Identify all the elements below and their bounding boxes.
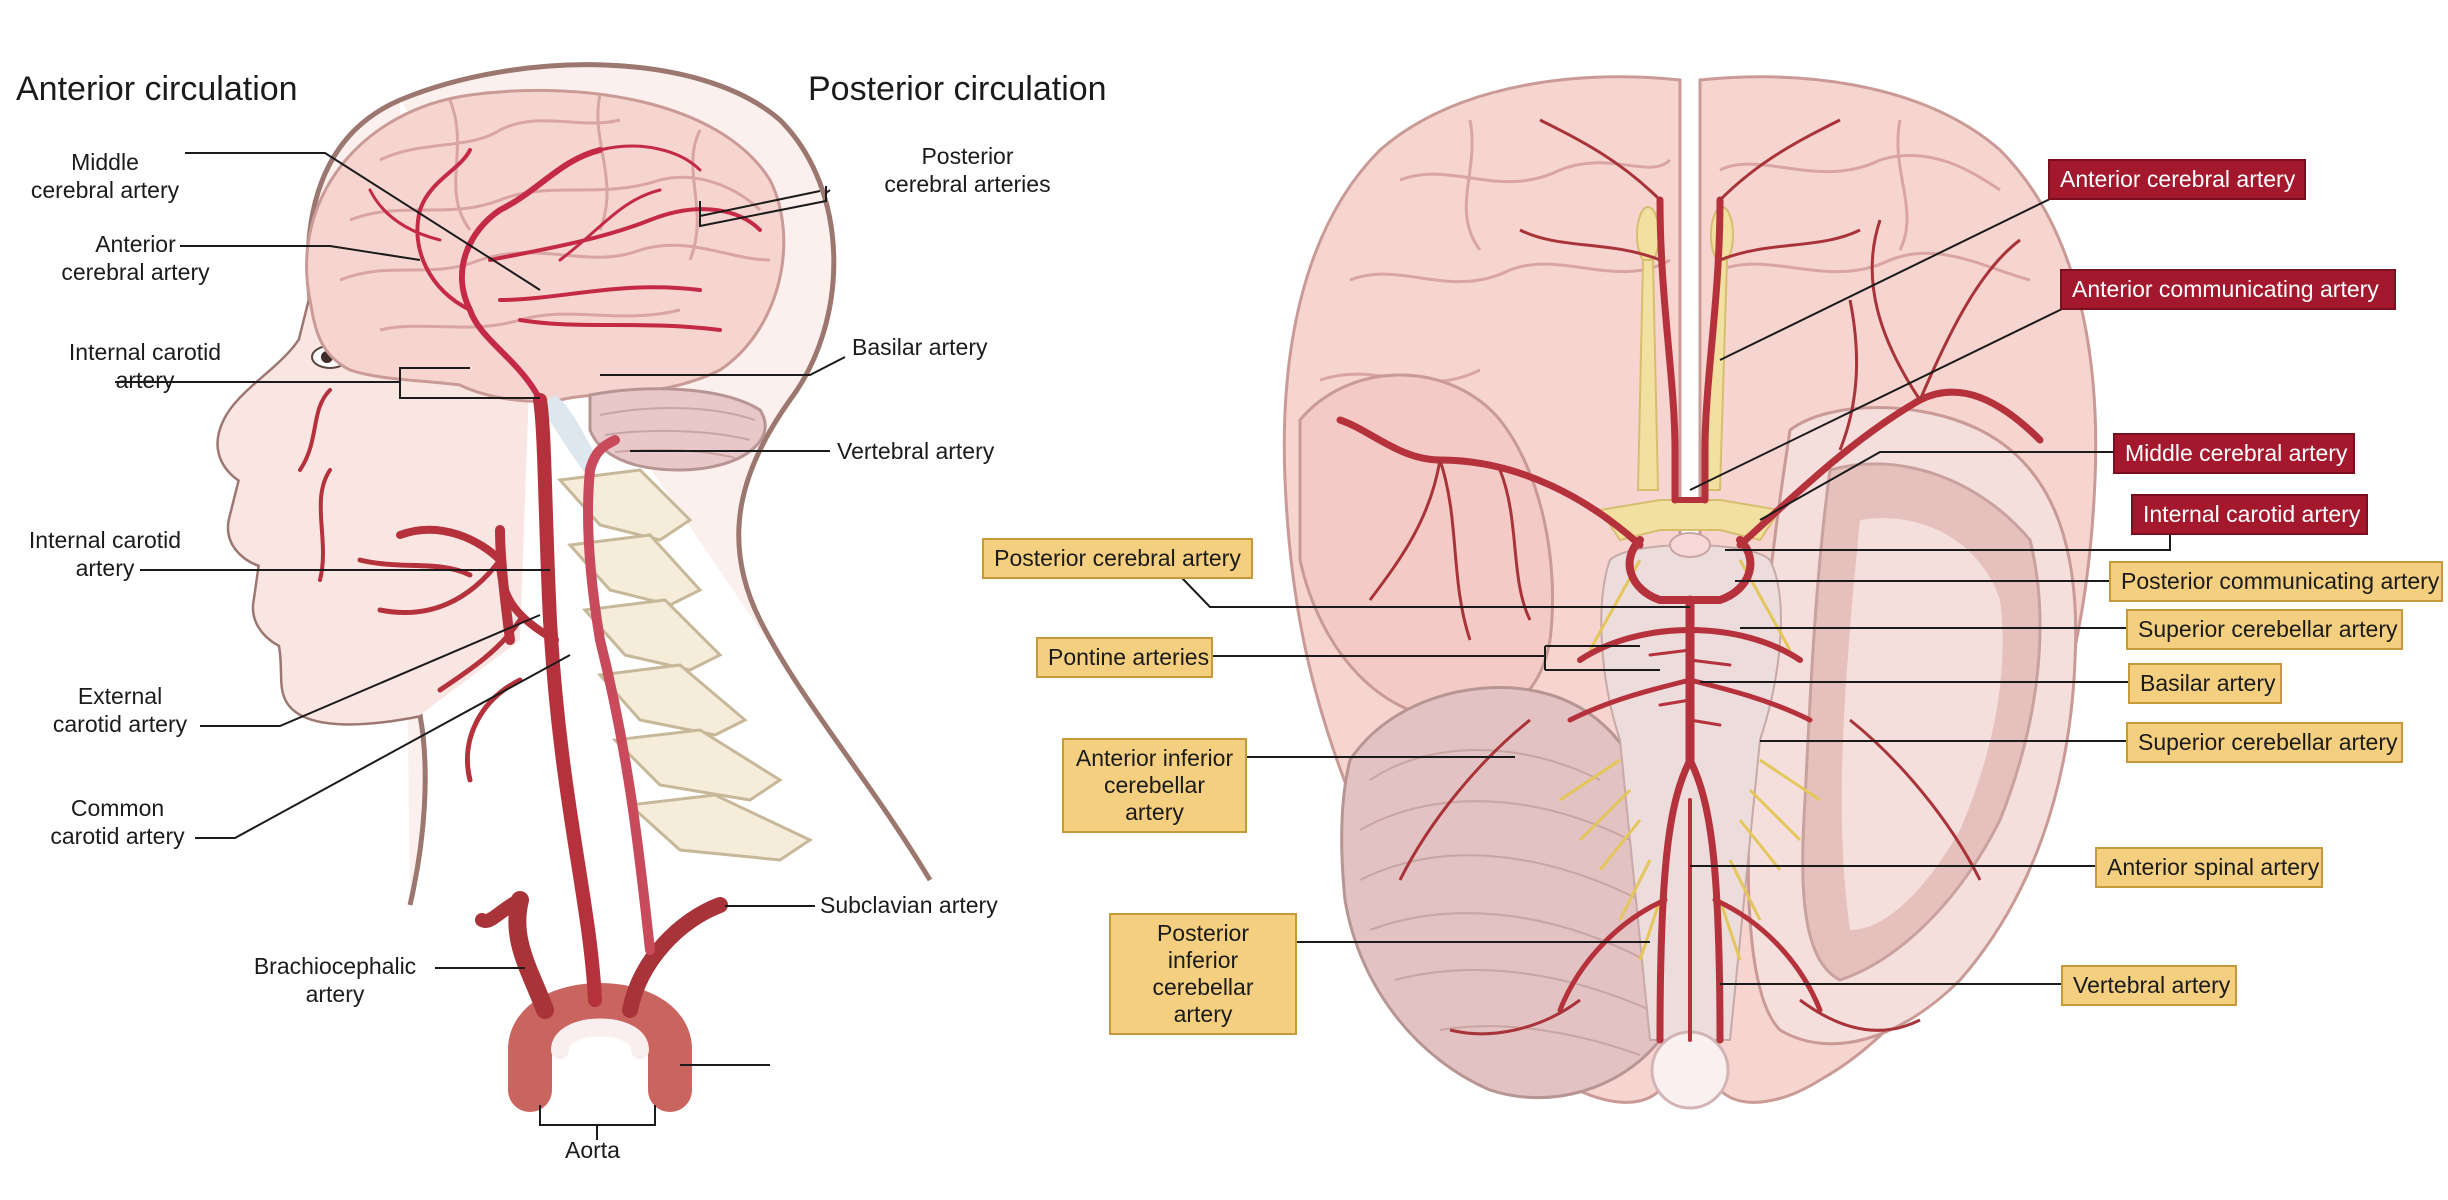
head-lateral-illustration [115, 62, 933, 1140]
temporal-lobe-left [1298, 373, 1555, 722]
cervical-spine [556, 468, 814, 862]
brain-lateral [305, 88, 786, 403]
right-leader-lines [1181, 198, 2171, 985]
face-skin [218, 300, 530, 724]
box-anterior-inferior-cerebellar-artery: Anterior inferior cerebellar artery [1062, 738, 1247, 833]
label-internal-carotid-artery-upper: Internal carotid artery [68, 339, 222, 393]
brainstem-lateral [540, 395, 600, 480]
box-vertebral-artery-right: Vertebral artery [2061, 965, 2237, 1006]
box-posterior-inferior-cerebellar-artery: Posterior inferior cerebellar artery [1109, 913, 1297, 1035]
box-anterior-spinal-artery: Anterior spinal artery [2095, 847, 2323, 888]
label-subclavian-artery: Subclavian artery [820, 892, 998, 918]
vertebral-vessels [1656, 756, 1724, 1044]
brachiocephalic-artery-vessel [508, 891, 554, 1019]
posterior-circulation-heading: Posterior circulation [808, 70, 1107, 108]
superior-cerebellar-vessels [1577, 627, 1803, 663]
cerebellum-inferior [1340, 686, 1662, 1100]
label-aorta: Aorta [565, 1137, 620, 1163]
box-internal-carotid-artery: Internal carotid artery [2131, 494, 2368, 535]
label-anterior-cerebral-artery-left: Anterior cerebral artery [61, 231, 210, 285]
label-middle-cerebral-artery: Middle cerebral artery [30, 149, 180, 203]
box-posterior-cerebral-artery: Posterior cerebral artery [982, 538, 1253, 579]
label-common-carotid-artery: Common carotid artery [50, 795, 185, 849]
box-anterior-communicating-artery: Anterior communicating artery [2060, 269, 2396, 310]
label-basilar-artery-left: Basilar artery [852, 334, 988, 360]
anterior-circulation-heading: Anterior circulation [16, 70, 298, 108]
subclavian-vessel [622, 897, 728, 1018]
label-vertebral-artery-left: Vertebral artery [837, 438, 995, 464]
box-basilar-artery-right: Basilar artery [2128, 663, 2282, 704]
box-anterior-cerebral-artery: Anterior cerebral artery [2048, 159, 2306, 200]
vertebral-vessel [583, 435, 655, 955]
anterior-cerebral-vessels [1656, 196, 1724, 504]
middle-cerebral-vessels [1336, 388, 2044, 549]
cerebellum-lateral [588, 387, 767, 472]
box-pontine-arteries: Pontine arteries [1036, 637, 1213, 678]
label-external-carotid-artery: External carotid artery [52, 683, 188, 737]
label-internal-carotid-artery-lower: Internal carotid artery [28, 527, 182, 581]
box-superior-cerebellar-artery-2: Superior cerebellar artery [2126, 722, 2403, 763]
spinal-cord-section [1650, 1030, 1730, 1110]
box-posterior-communicating-artery: Posterior communicating artery [2109, 561, 2443, 602]
aorta-arch [508, 983, 692, 1112]
left-leader-lines [115, 152, 846, 1140]
label-posterior-cerebral-arteries: Posterior cerebral arteries [884, 143, 1051, 197]
box-middle-cerebral-artery: Middle cerebral artery [2113, 433, 2355, 474]
common-carotid-vessel [533, 393, 602, 1007]
box-superior-cerebellar-artery-1: Superior cerebellar artery [2126, 609, 2403, 650]
middle-cerebral-vessel [459, 147, 603, 403]
brain-inferior-illustration [1181, 75, 2171, 1110]
label-brachiocephalic-artery: Brachiocephalic artery [253, 953, 417, 1007]
